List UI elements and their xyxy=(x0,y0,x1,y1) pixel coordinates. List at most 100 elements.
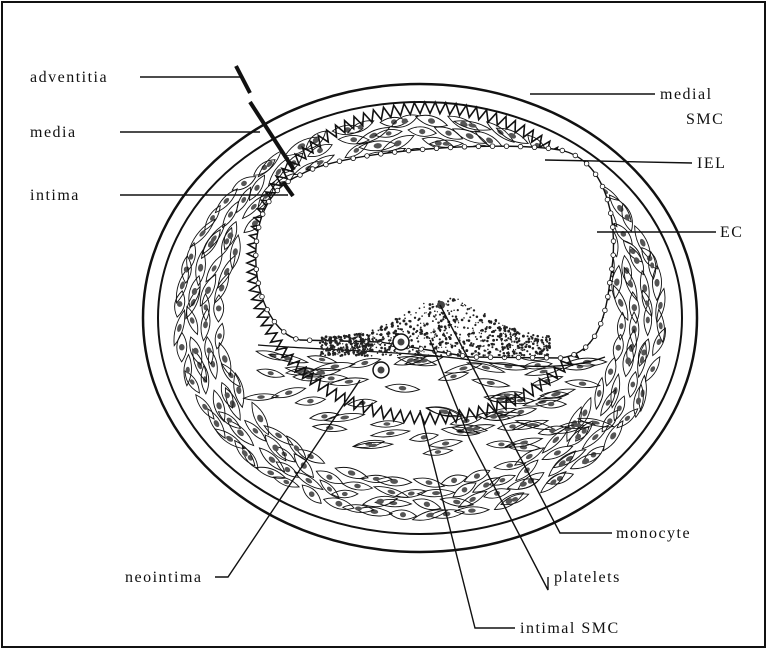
monocyte-nucleus xyxy=(398,339,405,346)
platelet-dot xyxy=(356,343,358,345)
platelet-dot xyxy=(521,354,523,356)
platelet-dot xyxy=(528,345,531,348)
platelet-dot xyxy=(445,303,447,305)
platelet-dot xyxy=(434,336,436,338)
platelet-dot xyxy=(429,303,432,306)
endothelial-cell xyxy=(462,145,467,150)
platelet-dot xyxy=(423,303,425,305)
platelet-dot xyxy=(388,346,391,349)
platelet-dot xyxy=(345,343,348,346)
endothelial-cell xyxy=(488,355,493,360)
platelet-dot xyxy=(320,351,322,353)
platelet-dot xyxy=(423,323,424,324)
platelet-dot xyxy=(518,333,520,335)
platelet-dot xyxy=(503,352,506,355)
platelet-dot xyxy=(467,308,469,310)
platelet-dot xyxy=(324,354,326,356)
platelet-dot xyxy=(450,344,451,345)
platelet-dot xyxy=(476,316,479,319)
platelet-dot xyxy=(397,328,399,330)
platelet-dot xyxy=(500,328,502,330)
platelet-dot xyxy=(532,342,535,345)
platelet-dot xyxy=(497,327,499,329)
platelet-dot xyxy=(424,346,426,348)
platelet-dot xyxy=(474,350,477,353)
platelet-dot xyxy=(522,344,523,345)
endothelial-cell xyxy=(256,225,261,230)
platelet-dot xyxy=(408,311,411,314)
platelet-dot xyxy=(529,353,531,355)
platelet-dot xyxy=(452,298,455,301)
platelet-dot xyxy=(344,352,346,354)
platelet-dot xyxy=(507,337,509,339)
platelet-dot xyxy=(384,327,386,329)
endothelial-cell xyxy=(351,156,356,161)
platelet-dot xyxy=(382,336,384,338)
platelet-dot xyxy=(404,317,406,319)
platelet-dot xyxy=(473,352,474,353)
platelet-dot xyxy=(358,334,359,335)
platelet-dot xyxy=(339,352,341,354)
platelet-dot xyxy=(396,352,398,354)
endothelial-cell xyxy=(272,319,277,324)
platelet-dot xyxy=(485,350,486,351)
platelet-dot xyxy=(537,339,539,341)
platelet-dot xyxy=(421,315,423,317)
platelet-dot xyxy=(484,354,486,356)
platelet-dot xyxy=(446,332,448,334)
platelet-dot xyxy=(415,331,417,333)
platelet-dot xyxy=(384,344,386,346)
platelet-dot xyxy=(365,349,367,351)
platelet-dot xyxy=(397,325,399,327)
platelet-dot xyxy=(454,345,456,347)
platelet-dot xyxy=(421,329,423,331)
endothelial-cell xyxy=(365,154,370,159)
platelet-dot xyxy=(385,353,387,355)
platelet-dot xyxy=(439,338,441,340)
platelet-dot xyxy=(355,333,358,336)
platelet-dot xyxy=(347,335,350,338)
label-platelets: platelets xyxy=(554,569,621,586)
platelet-dot xyxy=(454,326,456,328)
platelet-dot xyxy=(481,333,482,334)
platelet-dot xyxy=(372,331,373,332)
endothelial-cell xyxy=(406,148,411,153)
platelet-dot xyxy=(463,326,465,328)
platelet-dot xyxy=(408,350,410,352)
platelet-dot xyxy=(488,335,490,337)
platelet-dot xyxy=(384,347,387,350)
platelet-dot xyxy=(455,315,457,317)
platelet-dot xyxy=(380,334,382,336)
platelet-dot xyxy=(542,336,544,338)
platelet-dot xyxy=(411,345,414,348)
platelet-dot xyxy=(419,346,421,348)
platelet-dot xyxy=(386,324,388,326)
platelet-dot xyxy=(396,321,399,324)
platelet-dot xyxy=(445,352,447,354)
label-iel: IEL xyxy=(697,155,726,172)
platelet-dot xyxy=(379,334,380,335)
platelet-dot xyxy=(440,319,443,322)
platelet-dot xyxy=(470,307,472,309)
platelet-dot xyxy=(541,349,544,352)
platelet-dot xyxy=(435,314,437,316)
platelet-dot xyxy=(430,312,432,314)
platelet-dot xyxy=(395,318,398,321)
platelet-dot xyxy=(536,335,539,338)
platelet-dot xyxy=(432,303,434,305)
platelet-dot xyxy=(371,349,374,352)
platelet-dot xyxy=(506,345,508,347)
platelet-dot xyxy=(384,338,385,339)
endothelial-cell xyxy=(448,145,453,150)
platelet-dot xyxy=(441,347,442,348)
platelet-dot xyxy=(508,343,510,345)
platelet-dot xyxy=(445,347,446,348)
platelet-dot xyxy=(362,334,364,336)
endothelial-cell xyxy=(606,294,611,299)
platelet-dot xyxy=(533,340,535,342)
platelet-dot xyxy=(501,343,502,344)
platelet-dot xyxy=(527,332,529,334)
platelet-dot xyxy=(524,342,526,344)
platelet-dot xyxy=(473,309,475,311)
platelet-dot xyxy=(337,353,339,355)
